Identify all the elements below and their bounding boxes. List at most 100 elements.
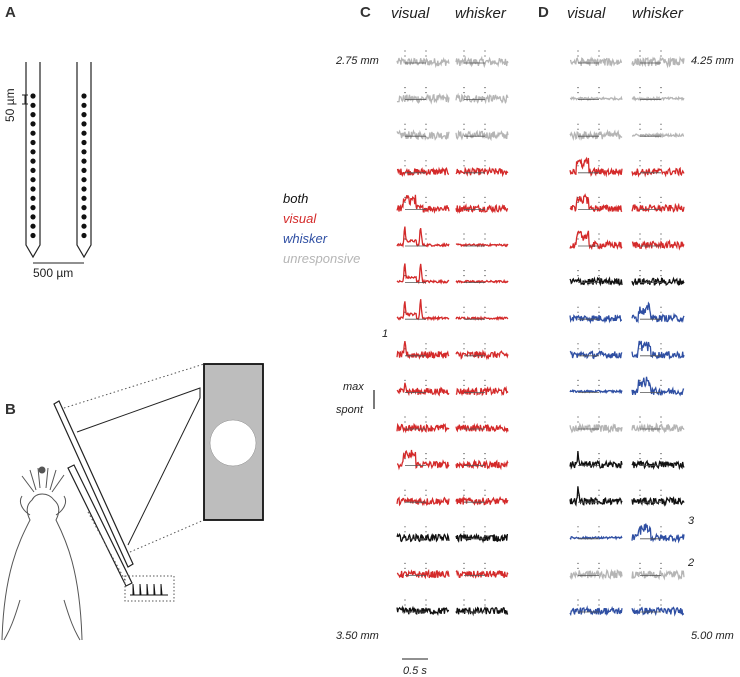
response-legend: both visual whisker unresponsive — [283, 191, 360, 266]
spike-rate-trace-whisker — [455, 92, 509, 105]
rate-scale-spont: spont — [336, 404, 364, 416]
stimulus-timing-mark — [598, 196, 600, 198]
stimulus-timing-mark — [463, 160, 465, 162]
stimulus-timing-mark — [639, 92, 641, 94]
spike-rate-trace-visual — [396, 226, 450, 248]
stimulus-timing-mark — [598, 458, 600, 460]
stimulus-timing-mark — [598, 494, 600, 496]
stimulus-timing-mark — [660, 567, 662, 570]
stimulus-timing-mark — [660, 343, 662, 345]
stimulus-timing-mark — [639, 489, 641, 491]
stimulus-timing-mark — [463, 562, 465, 565]
stimulus-timing-mark — [404, 196, 406, 198]
stimulus-timing-mark — [484, 238, 486, 240]
stimulus-timing-mark — [425, 201, 427, 203]
spike-rate-trace-whisker — [631, 340, 685, 360]
stimulus-timing-mark — [639, 453, 641, 455]
stimulus-timing-mark — [484, 489, 486, 491]
stimulus-timing-mark — [404, 160, 406, 162]
spike-rate-trace-whisker — [631, 569, 685, 581]
recording-site — [30, 232, 36, 239]
stimulus-timing-mark — [598, 201, 600, 203]
spike-rate-trace-visual — [396, 605, 450, 616]
stimulus-timing-mark — [660, 55, 662, 57]
stimulus-timing-mark — [425, 416, 427, 418]
stimulus-timing-mark — [484, 92, 486, 94]
recording-sites-right — [81, 93, 87, 239]
stimulus-timing-mark — [484, 343, 486, 345]
stimulus-timing-mark — [425, 196, 427, 198]
stimulus-timing-mark — [463, 123, 465, 125]
panel-d-depth-top: 4.25 mm — [691, 55, 734, 67]
stimulus-timing-mark — [660, 201, 662, 203]
legend-unresponsive: unresponsive — [283, 251, 360, 266]
stimulus-timing-mark — [425, 604, 427, 606]
recording-site — [30, 195, 36, 201]
stimulus-timing-mark — [660, 275, 662, 277]
recording-site — [81, 214, 87, 220]
legend-both: both — [283, 191, 308, 206]
spike-rate-trace-whisker — [455, 349, 509, 361]
stimulus-timing-mark — [484, 306, 486, 308]
rate-scale: max spont — [336, 381, 375, 416]
stimulus-timing-mark — [484, 128, 486, 130]
spike-rate-trace-whisker — [631, 301, 685, 324]
spike-rate-trace-visual — [397, 449, 450, 471]
stimulus-timing-mark — [639, 165, 641, 167]
stimulus-timing-mark — [484, 379, 486, 381]
recording-site — [30, 158, 36, 164]
stimulus-timing-mark — [404, 201, 406, 203]
stimulus-timing-mark — [639, 87, 641, 89]
stimulus-timing-mark — [404, 128, 406, 130]
spike-rate-trace-whisker — [631, 523, 685, 544]
stimulus-timing-mark — [484, 416, 486, 418]
stimulus-timing-mark — [660, 128, 662, 130]
stimulus-timing-mark — [463, 348, 465, 350]
stimulus-timing-mark — [425, 489, 427, 491]
stimulus-timing-mark — [484, 201, 486, 203]
spike-rate-trace-whisker — [631, 55, 685, 69]
panel-b-letter: B — [5, 401, 16, 418]
stimulus-timing-mark — [463, 416, 465, 418]
spike-rate-trace-visual — [569, 276, 623, 287]
spike-rate-trace-visual — [569, 129, 623, 142]
setup-schematic — [1, 363, 264, 641]
stimulus-timing-mark — [598, 421, 600, 423]
recording-site — [30, 102, 36, 108]
stimulus-timing-mark — [425, 87, 427, 89]
stimulus-timing-mark — [404, 87, 406, 89]
spike-rate-trace-visual — [396, 194, 450, 214]
stimulus-timing-mark — [577, 526, 579, 528]
recording-site — [30, 167, 36, 173]
stimulus-timing-mark — [484, 567, 486, 570]
stimulus-timing-mark — [484, 270, 486, 272]
panel-c-traces — [396, 50, 509, 617]
recording-site — [81, 205, 87, 211]
stimulus-timing-mark — [660, 531, 662, 533]
stimulus-timing-mark — [404, 165, 406, 167]
stimulus-timing-mark — [484, 160, 486, 162]
stimulus-timing-mark — [598, 379, 600, 381]
stimulus-timing-mark — [425, 453, 427, 455]
stimulus-timing-mark — [425, 50, 427, 52]
stimulus-timing-mark — [425, 494, 427, 496]
electrode-shank-left — [25, 62, 41, 259]
stimulus-timing-mark — [577, 196, 579, 198]
recording-site — [30, 139, 36, 146]
spike-rate-trace-visual — [569, 535, 623, 541]
stimulus-timing-mark — [404, 123, 406, 125]
stimulus-timing-mark — [577, 562, 579, 565]
whisker-pulse-train — [130, 583, 168, 596]
stimulus-timing-mark — [484, 275, 486, 277]
stimulus-timing-mark — [660, 604, 662, 606]
stimulus-timing-mark — [463, 567, 465, 570]
stimulus-timing-mark — [484, 123, 486, 125]
stimulus-timing-mark — [484, 458, 486, 460]
recording-site — [30, 177, 36, 183]
spike-rate-trace-whisker — [455, 315, 509, 322]
stimulus-timing-mark — [598, 489, 600, 491]
stimulus-timing-mark — [425, 123, 427, 125]
stimulus-timing-mark — [463, 196, 465, 198]
recording-site — [81, 93, 87, 99]
